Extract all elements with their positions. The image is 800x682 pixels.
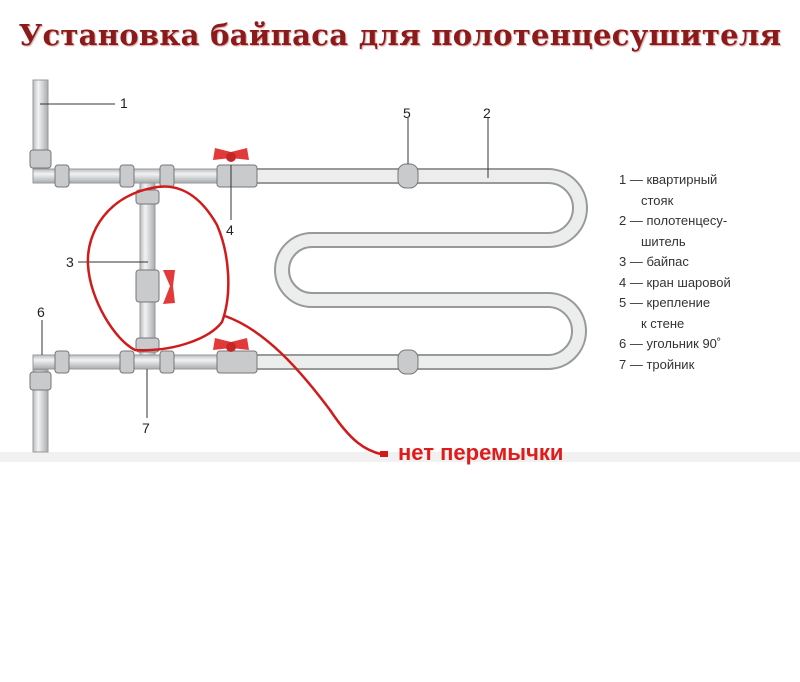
callout-2: 2	[483, 105, 491, 121]
callout-3: 3	[66, 254, 74, 270]
elbow-fitting	[29, 149, 52, 169]
wall-bracket	[397, 349, 419, 375]
tee-fitting	[119, 164, 135, 188]
legend-item-cont: шитель	[641, 233, 686, 249]
annotation-text: нет перемычки	[398, 440, 564, 465]
callout-7: 7	[142, 420, 150, 436]
diagram-title: Установка байпаса для полотенцесушителя	[18, 18, 782, 52]
legend: 1 — квартирный стояк 2 — полотенцесу- ши…	[619, 170, 731, 375]
elbow-fitting	[29, 371, 52, 391]
wall-bracket	[397, 163, 419, 189]
legend-item: 3 — байпас	[619, 254, 689, 269]
bottom-strip	[0, 452, 800, 462]
callout-6: 6	[37, 304, 45, 320]
legend-item-cont: к стене	[641, 315, 685, 331]
highlight-circle	[86, 185, 230, 352]
bypass-pipe	[139, 182, 156, 356]
legend-item-cont: стояк	[641, 192, 674, 208]
callout-5: 5	[403, 105, 411, 121]
legend-item: 7 — тройник	[619, 356, 695, 372]
coupling	[54, 164, 70, 188]
valve-body	[216, 350, 258, 374]
callout-1: 1	[120, 95, 128, 111]
coupling	[54, 350, 70, 374]
tee-fitting	[159, 164, 175, 188]
legend-item: 5 — крепление	[619, 295, 711, 310]
legend-item: 2 — полотенцесу-	[619, 213, 728, 228]
valve-body	[216, 164, 258, 188]
legend-item: 1 — квартирный	[619, 172, 718, 187]
legend-item: 6 — угольник 90˚	[619, 336, 722, 351]
legend-item: 4 — кран шаровой	[619, 274, 731, 290]
bypass-valve-handle-icon	[163, 270, 175, 304]
tee-fitting	[119, 350, 135, 374]
bypass-coupling	[135, 337, 160, 353]
pointer-line	[224, 314, 387, 457]
bypass-valve-body	[135, 269, 160, 303]
callout-4: 4	[226, 222, 234, 238]
tee-fitting	[159, 350, 175, 374]
